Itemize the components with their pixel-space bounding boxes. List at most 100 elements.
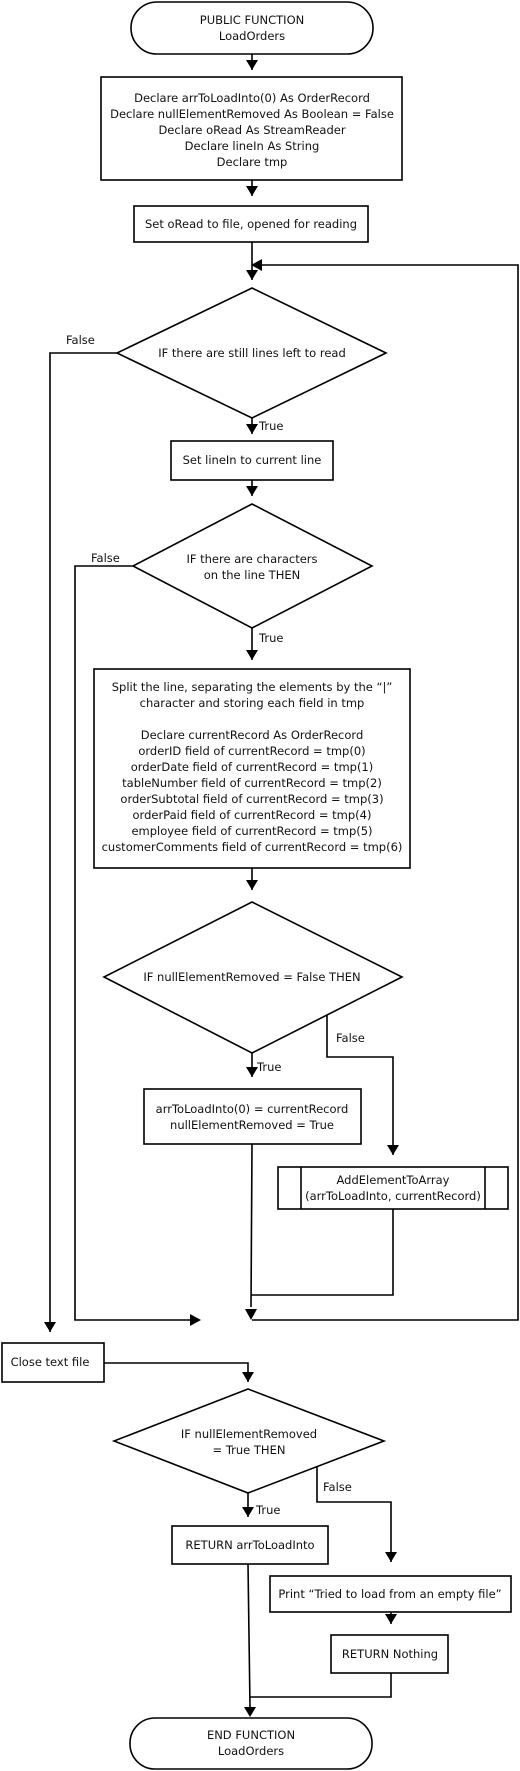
arrow-head <box>242 1507 254 1517</box>
set-line-box: Set lineIn to current line <box>170 440 334 481</box>
loop-false-label: False <box>66 333 95 347</box>
text-line: IF there are characters <box>186 552 317 566</box>
end-terminal-text: END FUNCTION LoadOrders <box>207 1728 295 1758</box>
connectors <box>49 54 519 1708</box>
arrow-head <box>246 1067 258 1077</box>
text-line: LoadOrders <box>218 1744 284 1758</box>
return-nothing-box: RETURN Nothing <box>330 1634 449 1674</box>
chars-false-label: False <box>91 551 120 565</box>
text-line: Close text file <box>11 1355 90 1369</box>
text-line: Declare lineIn As String <box>185 139 320 153</box>
removed-decision-text: IF nullElementRemoved = True THEN <box>181 1427 317 1457</box>
arrow-head <box>242 1372 254 1382</box>
text-line: IF nullElementRemoved <box>181 1427 317 1441</box>
assign-box-text: arrToLoadInto(0) = currentRecord nullElem… <box>156 1102 349 1132</box>
loop-decision-text: IF there are still lines left to read <box>158 346 346 360</box>
text-line: Declare tmp <box>217 155 288 169</box>
start-terminal: PUBLIC FUNCTION LoadOrders <box>130 1 374 55</box>
assign-box: arrToLoadInto(0) = currentRecord nullElem… <box>143 1088 362 1145</box>
split-box-text: Split the line, separating the elements … <box>102 680 403 854</box>
text-line: PUBLIC FUNCTION <box>200 13 304 27</box>
arrow-head <box>246 424 258 434</box>
null-decision-text: IF nullElementRemoved = False THEN <box>143 970 360 984</box>
text-line: Set lineIn to current line <box>183 453 322 467</box>
text-line: LoadOrders <box>219 29 285 43</box>
text-line: AddElementToArray <box>337 1173 450 1187</box>
connector-add-merge <box>251 1209 394 1296</box>
text-line: RETURN Nothing <box>342 1647 438 1661</box>
arrow-head <box>385 1552 397 1562</box>
add-element-subprocess-text: AddElementToArray(arrToLoadInto, current… <box>305 1173 481 1203</box>
arrow-head <box>246 880 258 890</box>
text-line: IF there are still lines left to read <box>158 346 346 360</box>
null-true-label: True <box>256 1060 281 1074</box>
text-line: Declare nullElementRemoved As Boolean = … <box>110 107 394 121</box>
chars-true-label: True <box>258 631 283 645</box>
text-line: tableNumber field of currentRecord = tmp… <box>122 776 382 790</box>
print-empty-box-text: Print “Tried to load from an empty file” <box>278 1587 501 1601</box>
edge-labels: True False True False True False True Fa… <box>66 333 365 1517</box>
return-array-box-text: RETURN arrToLoadInto <box>185 1538 314 1552</box>
connector-null-false <box>326 1012 394 1155</box>
start-terminal-text: PUBLIC FUNCTION LoadOrders <box>200 13 304 43</box>
removed-decision: IF nullElementRemoved = True THEN <box>111 1388 387 1494</box>
removed-false-label: False <box>323 1480 352 1494</box>
text-line: Declare currentRecord As OrderRecord <box>141 728 364 742</box>
arrow-head <box>251 259 262 271</box>
split-box: Split the line, separating the elements … <box>93 668 411 869</box>
text-line: RETURN arrToLoadInto <box>185 1538 314 1552</box>
connector-assign-merge <box>250 1143 253 1308</box>
return-nothing-box-text: RETURN Nothing <box>342 1647 438 1661</box>
chars-decision: IF there are characters on the line THEN <box>131 503 374 629</box>
text-line: IF nullElementRemoved = False THEN <box>143 970 360 984</box>
arrow-head <box>385 1614 397 1624</box>
arrow-head <box>245 1309 257 1320</box>
text-line: Declare oRead As StreamReader <box>158 123 345 137</box>
text-line: END FUNCTION <box>207 1728 295 1742</box>
null-false-label: False <box>336 1031 365 1045</box>
removed-true-label: True <box>255 1503 280 1517</box>
text-line: orderDate field of currentRecord = tmp(1… <box>131 760 373 774</box>
return-array-box: RETURN arrToLoadInto <box>171 1525 329 1565</box>
text-line: = True THEN <box>213 1443 286 1457</box>
loop-decision: IF there are still lines left to read <box>115 287 388 419</box>
add-element-subprocess: AddElementToArray(arrToLoadInto, current… <box>277 1166 509 1210</box>
loop-true-label: True <box>258 419 283 433</box>
close-file-box: Close text file <box>1 1342 105 1383</box>
null-decision: IF nullElementRemoved = False THEN <box>102 901 404 1054</box>
arrow-head <box>44 1322 56 1332</box>
arrow-head <box>190 1314 201 1326</box>
text-line: orderPaid field of currentRecord = tmp(4… <box>133 808 372 822</box>
chars-decision-text: IF there are characters on the line THEN <box>186 552 317 582</box>
text-line: employee field of currentRecord = tmp(5) <box>131 824 372 838</box>
connector-removed-false <box>316 1459 392 1562</box>
text-line: character and storing each field in tmp <box>140 696 365 710</box>
connector-return-array-to-end <box>247 1563 251 1708</box>
text-line: orderID field of currentRecord = tmp(0) <box>138 744 365 758</box>
text-line: arrToLoadInto(0) = currentRecord <box>156 1102 349 1116</box>
text-line: Print “Tried to load from an empty file” <box>278 1587 501 1601</box>
open-file-box-text: Set oRead to file, opened for reading <box>145 217 357 231</box>
text-line: nullElementRemoved = True <box>170 1118 334 1132</box>
close-file-box-text: Close text file <box>11 1355 90 1369</box>
arrow-head <box>244 1707 256 1717</box>
text-line: Declare arrToLoadInto(0) As OrderRecord <box>134 91 370 105</box>
arrow-head <box>246 60 258 70</box>
text-line: orderSubtotal field of currentRecord = t… <box>120 792 383 806</box>
connector-loop-return <box>252 264 519 1321</box>
end-terminal: END FUNCTION LoadOrders <box>129 1717 373 1770</box>
connector-close-to-removed <box>104 1362 249 1382</box>
text-line: Set oRead to file, opened for reading <box>145 217 357 231</box>
text-line: on the line THEN <box>204 568 300 582</box>
text-line: customerComments field of currentRecord … <box>102 840 403 854</box>
arrow-head <box>246 186 258 196</box>
open-file-box: Set oRead to file, opened for reading <box>133 205 369 243</box>
connector-chars-false <box>74 565 198 1321</box>
print-empty-box: Print “Tried to load from an empty file” <box>269 1575 512 1613</box>
connector-loop-false <box>49 352 117 1332</box>
arrow-head <box>246 270 258 280</box>
arrow-head <box>246 486 258 496</box>
